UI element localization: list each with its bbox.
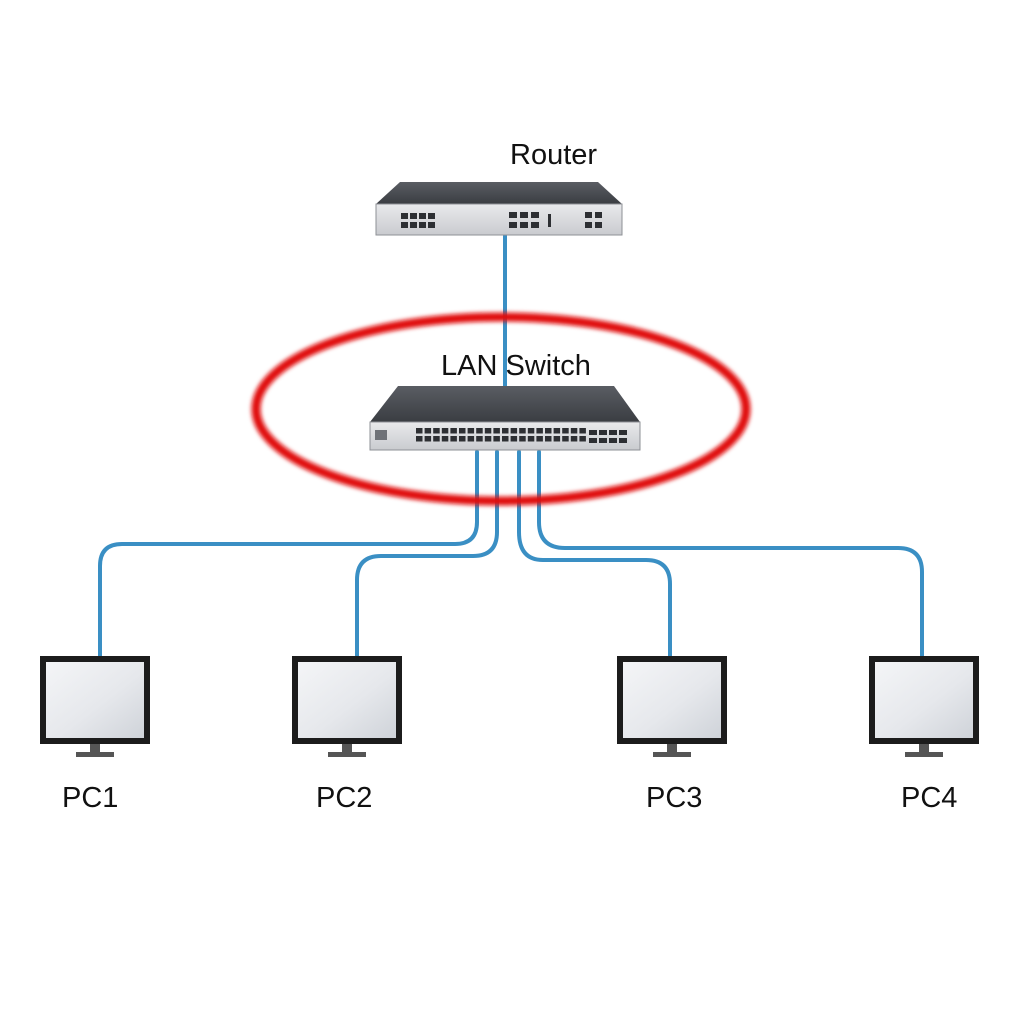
- switch-port: [459, 428, 466, 434]
- switch-port: [519, 428, 526, 434]
- switch-port: [467, 436, 475, 442]
- switch-port: [441, 428, 449, 434]
- cables: [98, 234, 924, 658]
- switch-port: [570, 428, 578, 434]
- switch-port: [553, 436, 561, 442]
- switch-port: [459, 436, 466, 442]
- switch-port: [493, 436, 500, 442]
- switch-port: [502, 428, 509, 434]
- cable-switch-to-pc1: [98, 450, 479, 658]
- pc2-icon: [292, 656, 402, 757]
- switch-port: [450, 428, 457, 434]
- switch-port: [510, 428, 518, 434]
- pc4-icon: [869, 656, 979, 757]
- switch-label: LAN Switch: [441, 350, 591, 382]
- switch-port: [424, 436, 432, 442]
- switch-port: [502, 436, 509, 442]
- switch-port: [519, 436, 526, 442]
- switch-port: [484, 428, 492, 434]
- switch-port: [545, 436, 552, 442]
- switch-port: [467, 428, 475, 434]
- pc1-label: PC1: [62, 782, 118, 814]
- cable-switch-to-pc2: [355, 450, 499, 658]
- pc1-icon: [40, 656, 150, 757]
- switch-port: [553, 428, 561, 434]
- switch-port: [450, 436, 457, 442]
- switch-port: [476, 436, 483, 442]
- switch-port: [433, 428, 440, 434]
- switch-port: [527, 428, 535, 434]
- pc4-label: PC4: [901, 782, 957, 814]
- pc2-label: PC2: [316, 782, 372, 814]
- switch-port: [493, 428, 500, 434]
- highlight-ring: [251, 312, 751, 506]
- switch-port: [579, 428, 586, 434]
- switch-port: [562, 436, 569, 442]
- switch-port: [484, 436, 492, 442]
- switch-port: [441, 436, 449, 442]
- switch-port: [570, 436, 578, 442]
- pc3-label: PC3: [646, 782, 702, 814]
- switch-port: [527, 436, 535, 442]
- switch-port: [424, 428, 432, 434]
- pc3-icon: [617, 656, 727, 757]
- cable-switch-to-pc3: [517, 450, 672, 658]
- switch-port: [545, 428, 552, 434]
- switch-port: [433, 436, 440, 442]
- switch-port: [510, 436, 518, 442]
- switch-port: [416, 428, 423, 434]
- switch-port: [476, 428, 483, 434]
- router-icon: [375, 182, 623, 236]
- switch-port: [536, 428, 543, 434]
- switch-port: [579, 436, 586, 442]
- switch-port: [416, 436, 423, 442]
- router-label: Router: [510, 139, 597, 171]
- switch-port: [562, 428, 569, 434]
- switch-port: [536, 436, 543, 442]
- switch-icon: [369, 386, 641, 451]
- cable-switch-to-pc4: [537, 450, 924, 658]
